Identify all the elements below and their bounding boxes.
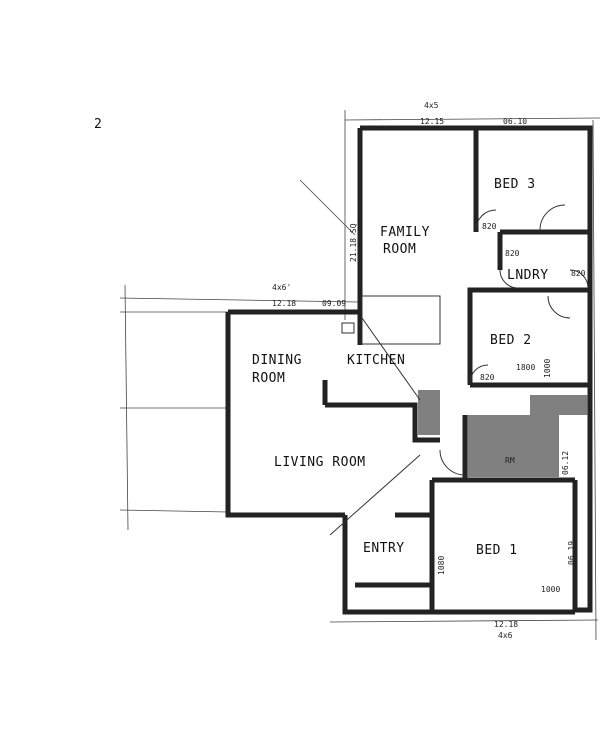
linen-area [530,395,588,415]
door-label: 820 [571,269,586,278]
room-label-bath: RM [505,456,515,465]
door-label: 1000 [543,359,552,378]
room-label-bed2: BED 2 [490,333,532,348]
room-label-family-2: ROOM [383,242,416,257]
room-label-kitchen: KITCHEN [347,353,405,368]
door-label: 1800 [516,363,535,372]
bathroom-area [467,415,559,477]
dim-bed1-size: 4x6 [498,631,513,640]
dim-kitchen-width: 09.09 [322,299,346,308]
room-label-bed1: BED 1 [476,543,518,558]
dim-top-size: 4x5 [424,101,439,110]
door-swings [329,204,589,536]
door-label: 1080 [437,556,446,575]
door-label: 820 [480,373,495,382]
cupboard-area [418,390,440,435]
room-label-laundry: LNDRY [507,268,549,283]
dimension-lines [119,110,601,641]
room-label-dining-2: ROOM [252,371,285,386]
room-label-family: FAMILY [380,225,430,240]
door-label: 820 [505,249,520,258]
dim-family-height: 21.18 SQ [349,223,358,262]
room-label-bed3: BED 3 [494,177,536,192]
door-label: 1000 [541,585,560,594]
dim-dining-width: 12.18 [272,299,296,308]
walls [225,125,593,615]
sheet-mark: 2 [94,117,102,132]
dim-right-upper: 06.12 [561,451,570,475]
dim-top-left: 12.15 [420,117,444,126]
dim-bed1-width: 12.18 [494,620,518,629]
dim-right-lower: 06.19 [567,541,576,565]
room-label-entry: ENTRY [363,541,405,556]
dim-dining-size: 4x6' [272,283,291,292]
room-label-living: LIVING ROOM [274,455,366,470]
door-label: 820 [482,222,497,231]
dim-top-right: 06.10 [503,117,527,126]
kitchen-bench [341,295,441,401]
room-label-dining: DINING [252,353,302,368]
